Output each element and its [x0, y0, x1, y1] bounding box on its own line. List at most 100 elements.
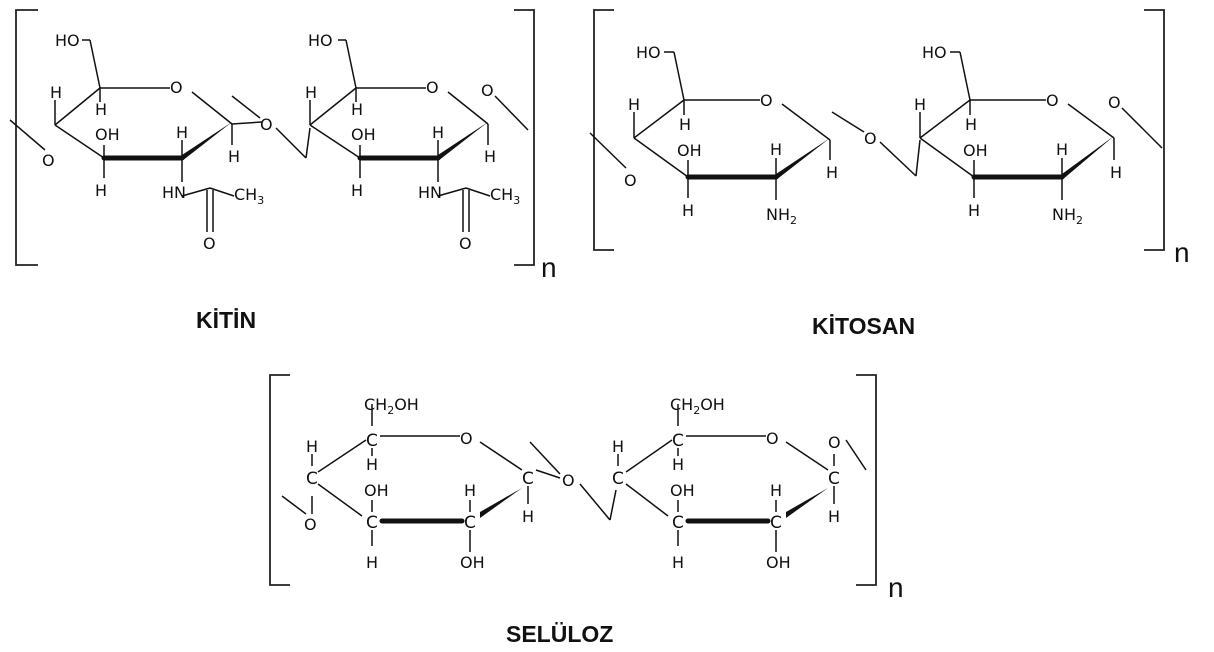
atom-label-c: C — [464, 513, 476, 533]
kitosan-repeat-n: n — [1174, 237, 1190, 268]
atom-label-ch3: CH3 — [234, 185, 264, 207]
atom-label-o: O — [170, 78, 183, 97]
kitosan-right-bracket — [1144, 9, 1165, 251]
atom-label-h: H — [672, 455, 684, 474]
atom-label-h: H — [366, 553, 378, 572]
bond-line — [633, 99, 685, 139]
bond-line — [625, 439, 673, 473]
atom-label-oh: OH — [670, 481, 695, 500]
bond-line — [959, 51, 971, 101]
kitin-title: KİTİN — [196, 307, 256, 333]
atom-label-oh: OH — [766, 553, 791, 572]
atom-label-nh2: NH2 — [1052, 205, 1083, 227]
atom-label-oh: OH — [364, 481, 389, 500]
atom-label-ho: HO — [308, 31, 333, 50]
wedge-bond — [438, 122, 488, 161]
atom-label-h: H — [965, 115, 977, 134]
atom-label-o: O — [260, 115, 273, 134]
atom-label-h: H — [770, 481, 782, 500]
atom-label-h: H — [95, 181, 107, 200]
atom-label-ch3: CH3 — [490, 185, 520, 207]
atom-label-h: H — [1110, 163, 1122, 182]
atom-label-ch2oh: CH2OH — [364, 395, 419, 417]
atom-label-h: H — [628, 95, 640, 114]
bond-line — [447, 91, 489, 125]
atom-label-h: H — [484, 147, 496, 166]
kitosan-structure: n HO O H H OH H O H H — [589, 9, 1190, 339]
atom-label-oh: OH — [95, 125, 120, 144]
atom-label-hn: HN — [418, 183, 442, 202]
atom-label-h: H — [95, 100, 107, 119]
atom-label-hn: HN — [162, 183, 186, 202]
bond-line — [535, 469, 561, 479]
kitosan-ring-2: HO O H H OH H O H H NH2 — [914, 43, 1163, 227]
bond-line — [579, 483, 611, 521]
bond-line — [625, 483, 669, 517]
seluloz-ring-2: CH2OH O H C H C C O OH H C C H H OH — [612, 395, 867, 572]
atom-label-o: O — [459, 234, 472, 253]
bond-line — [879, 141, 917, 177]
kitin-ring-1: HO O H H OH H O H H HN CH3 O — [9, 31, 264, 253]
bond-line — [1121, 107, 1163, 149]
atom-label-h: H — [50, 83, 62, 102]
atom-label-c: C — [366, 513, 378, 533]
bond-line — [845, 439, 867, 471]
bond-line — [281, 495, 307, 515]
wedge-bond — [776, 138, 830, 180]
atom-label-nh2: NH2 — [766, 205, 797, 227]
bond-line — [231, 121, 263, 125]
kitin-ring-2: HO O H H OH H O H H HN CH3 O — [305, 31, 529, 253]
bond-line — [785, 441, 829, 471]
bond-line — [309, 124, 361, 159]
atom-label-o: O — [766, 429, 779, 448]
atom-label-o: O — [426, 78, 439, 97]
bond-line — [781, 103, 831, 141]
atom-label-c: C — [672, 431, 684, 451]
seluloz-left-bracket — [269, 374, 290, 586]
atom-label-h: H — [176, 123, 188, 142]
bond-line — [609, 489, 617, 521]
atom-label-h: H — [914, 95, 926, 114]
atom-label-o: O — [203, 234, 216, 253]
bond-line — [633, 137, 689, 178]
bond-line — [529, 441, 561, 475]
bond-line — [673, 51, 685, 101]
bond-line — [1067, 103, 1115, 139]
atom-label-ch2oh: CH2OH — [670, 395, 725, 417]
bond-line — [89, 39, 101, 89]
atom-label-o: O — [1046, 91, 1059, 110]
atom-label-o: O — [760, 91, 773, 110]
atom-label-h: H — [464, 481, 476, 500]
atom-label-h: H — [305, 83, 317, 102]
bond-line — [345, 39, 357, 89]
atom-label-h: H — [432, 123, 444, 142]
atom-label-h: H — [828, 507, 840, 526]
kitosan-left-bracket — [593, 9, 614, 251]
atom-label-h: H — [770, 140, 782, 159]
kitin-repeat-n: n — [541, 252, 557, 283]
seluloz-right-bracket — [856, 374, 877, 586]
atom-label-oh: OH — [351, 125, 376, 144]
wedge-bond — [1062, 136, 1114, 180]
atom-label-ho: HO — [55, 31, 80, 50]
bond-line — [275, 127, 307, 159]
atom-label-o: O — [624, 171, 637, 190]
bond-line — [589, 132, 627, 169]
kitin-right-bracket — [514, 9, 535, 266]
kitin-left-bracket — [15, 9, 38, 266]
seluloz-structure: n CH2OH O H C H C C OH — [269, 374, 904, 647]
kitosan-ring-1: HO O H H OH H O H H NH2 — [589, 43, 838, 227]
bond-line — [231, 95, 261, 119]
atom-label-oh: OH — [460, 553, 485, 572]
bond-line — [465, 187, 491, 197]
atom-label-ho: HO — [922, 43, 947, 62]
bond-line — [919, 99, 971, 139]
atom-label-c: C — [770, 513, 782, 533]
bond-line — [494, 95, 529, 131]
atom-label-h: H — [672, 553, 684, 572]
atom-label-o: O — [481, 81, 494, 100]
atom-label-o: O — [562, 471, 575, 490]
atom-label-c: C — [612, 469, 624, 489]
bond-line — [437, 187, 467, 197]
